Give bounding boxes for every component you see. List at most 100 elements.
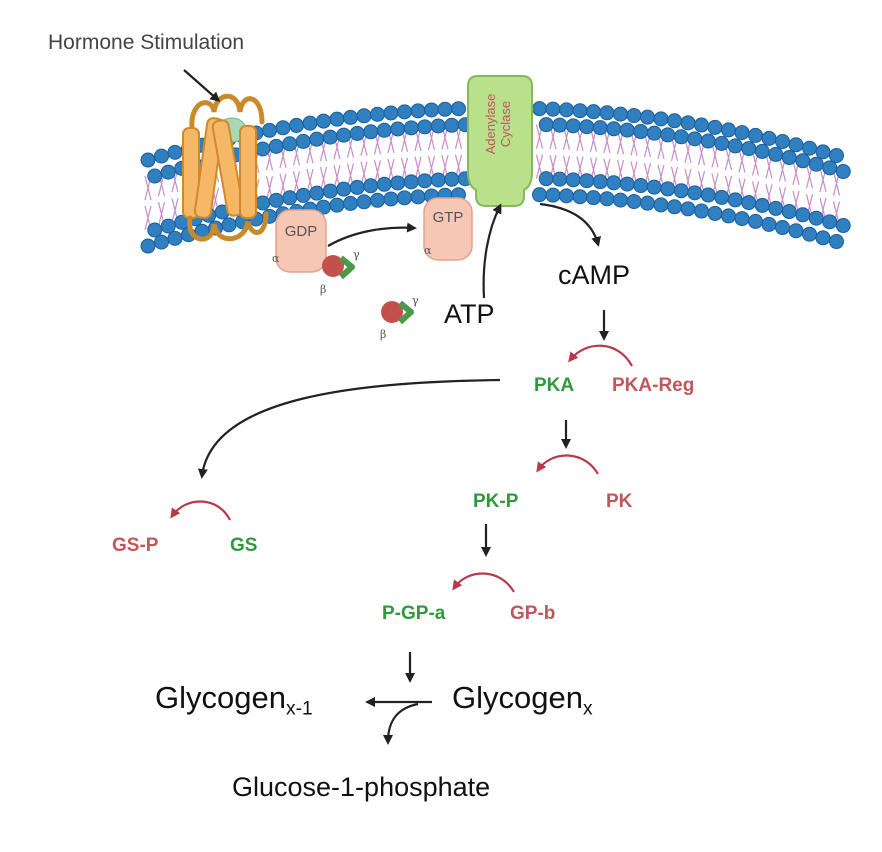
gpcr-receptor [182,93,269,242]
phospholipid-head [700,187,716,203]
phospholipid-head [383,191,399,207]
phospholipid-head [754,143,770,159]
phospholipid-head [437,101,453,117]
glucose-1-phosphate-label: Glucose-1-phosphate [232,772,491,802]
phospholipid-head [788,223,804,239]
phospholipid-head [781,204,797,220]
phospholipid-head [687,185,703,201]
phospholipid-head [673,129,689,145]
phospholipid-head [808,210,824,226]
phospholipid-head [430,172,446,188]
phospholipid-head [268,138,284,154]
phospholipid-head [680,115,696,131]
phospholipid-head [579,173,595,189]
phospholipid-head [835,164,851,180]
phospholipid-head [160,164,176,180]
phospholipid-head [410,103,426,119]
phospholipid-head [727,192,743,208]
phospholipid-head [707,205,723,221]
phospholipid-head [619,176,635,192]
g-protein-gdp: GDP α β γ [272,209,360,296]
phospholipid-head [734,211,750,227]
phospholipid-head [808,156,824,172]
phospholipid-head [295,187,311,203]
phospholipid-head [606,175,622,191]
phospholipid-head [370,192,385,208]
p-gp-a-label: P-GP-a [382,603,446,624]
phospholipid-head [363,124,379,140]
phospholipid-head [221,217,237,233]
phospholipid-head [282,190,298,206]
phospholipid-head [802,226,817,242]
phospholipid-head [822,160,838,176]
pk-label: PK [606,491,633,512]
phospholipid-head [147,168,163,184]
phospholipid-head [714,135,730,151]
phospholipid-head [788,137,804,153]
phospholipid-head [154,234,169,250]
phospholipid-head [613,192,628,208]
phospholipid-head [140,238,156,254]
phospholipid-head [761,130,777,146]
beta-label-2: β [380,328,386,341]
phospholipid-head [673,183,689,199]
phospholipid-head [343,109,358,125]
phospholipid-head [714,189,730,205]
glycogen-x-minus-1-label: Glycogenx-1 [155,682,313,719]
phospholipid-head [795,207,811,223]
cyclase-label-line2: Cyclase [498,101,513,147]
beta-subunit-2 [381,301,403,323]
phospholipid-head [775,134,790,150]
phospholipid-head [606,121,622,137]
phospholipid-head [754,197,770,213]
phospholipid-head [768,200,784,216]
beta-subunit-1 [322,255,344,277]
beta-label-1: β [320,283,326,296]
glucose-release-arrow [383,702,419,745]
phospholipid-head [815,144,831,160]
phospholipid-head [552,117,568,133]
phospholipid-head [646,179,662,195]
phospholipid-head [768,146,784,162]
phospholipid-head [444,171,460,187]
phospholipid-head [255,195,271,211]
phospholipid-head [633,124,649,140]
atp-label: ATP [444,299,495,329]
phospholipid-head [579,119,595,135]
phospholipid-head [748,213,763,229]
phospholipid-head [613,106,628,122]
phospholipid-head [660,127,676,143]
phospholipid-head [727,138,743,154]
phospholipid-head [707,119,723,135]
phospholipid-head [829,234,844,250]
phospholipid-head [775,220,790,236]
phospholipid-head [741,195,757,211]
phospholipid-head [147,222,163,238]
phospholipid-head [289,117,304,133]
phospholipid-head [680,201,696,217]
phospholipid-head [336,127,352,143]
phospholipid-head [343,195,358,211]
receptor-loop-top [189,93,265,131]
phospholipid-head [694,203,709,219]
phospholipid-head [734,125,750,141]
pka-label: PKA [534,375,575,396]
phospholipid-head [363,178,379,194]
phospholipid-head [282,136,298,152]
phospholipid-head [417,119,433,135]
phospholipid-head [329,111,345,127]
phospholipid-head [336,181,352,197]
gdp-to-gtp-arrow [327,222,417,247]
phospholipid-head [538,171,554,187]
phospholipid-head [599,105,615,121]
phospholipid-head [660,181,676,197]
phospholipid-head [397,190,412,206]
phospholipid-head [565,172,581,188]
camp-label: cAMP [558,260,631,290]
phospholipid-head [532,187,547,203]
gamma-label-1: γ [353,248,360,261]
phospholipid-head [295,133,311,149]
gs-p-label: GS-P [112,535,159,556]
phospholipid-head [309,131,325,147]
phospholipid-head [268,192,284,208]
